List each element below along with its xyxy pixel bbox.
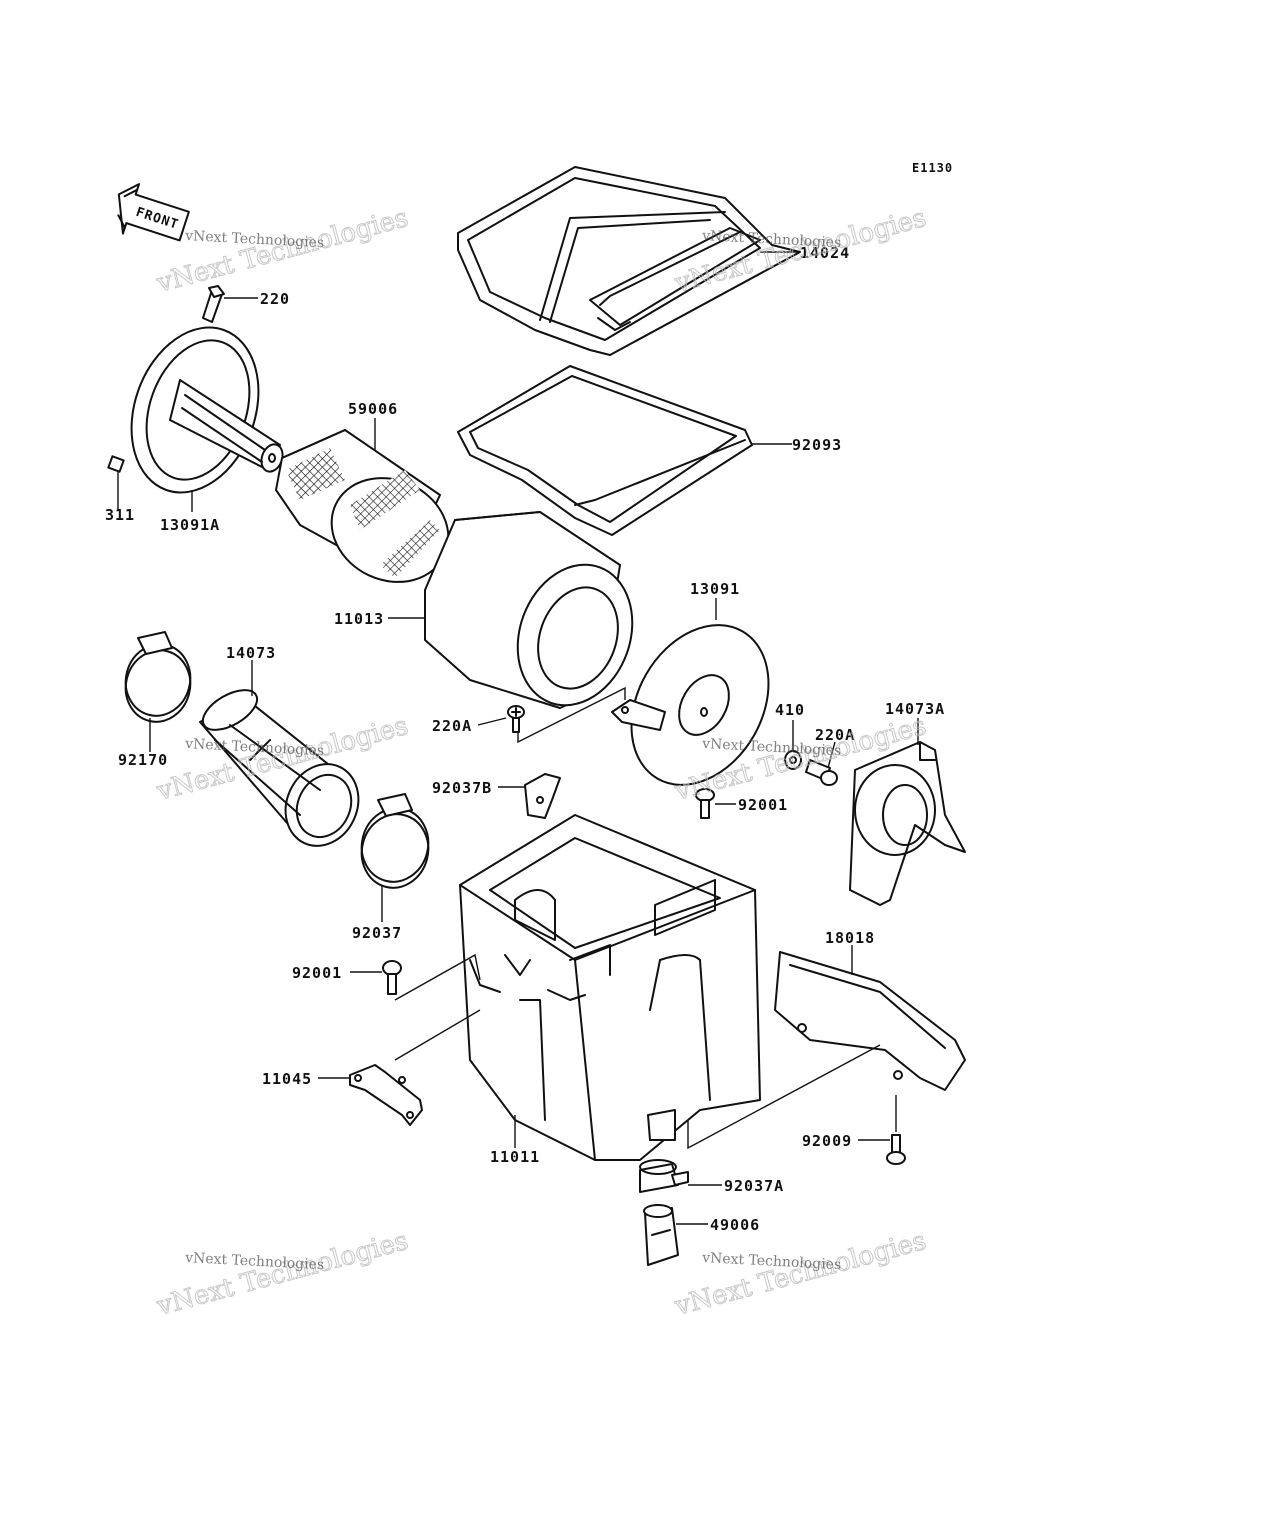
svg-text:vNext Technologies: vNext Technologies xyxy=(701,1250,842,1273)
filter-cap-13091 xyxy=(611,624,770,786)
callout-92037A: 92037A xyxy=(724,1177,784,1195)
gasket xyxy=(457,365,753,536)
intake-duct-14073 xyxy=(199,689,360,847)
bolt-92001-upper xyxy=(695,788,715,819)
screw-311 xyxy=(107,455,125,473)
callout-11013: 11013 xyxy=(334,610,384,628)
svg-text:vNext Technologies: vNext Technologies xyxy=(701,736,842,759)
callout-13091A: 13091A xyxy=(160,516,220,534)
callout-220: 220 xyxy=(260,290,290,308)
callout-14073A: 14073A xyxy=(885,700,945,718)
callout-11011: 11011 xyxy=(490,1148,540,1166)
washer-410 xyxy=(784,750,802,770)
callout-92170: 92170 xyxy=(118,751,168,769)
callout-92001-lower: 92001 xyxy=(292,964,342,982)
svg-text:vNext Technologies: vNext Technologies xyxy=(701,228,842,251)
bolt-92001-lower xyxy=(382,960,402,995)
svg-text:vNext Technologies: vNext Technologies xyxy=(184,736,325,759)
callout-13091: 13091 xyxy=(690,580,740,598)
diagram-code: E1130 xyxy=(912,161,953,175)
callout-49006: 49006 xyxy=(710,1216,760,1234)
clamp-92170 xyxy=(124,631,192,723)
callout-92037B: 92037B xyxy=(432,779,492,797)
svg-text:vNext Technologies: vNext Technologies xyxy=(153,1226,411,1322)
air-box-body-11011 xyxy=(459,814,761,1161)
screw-220A-right xyxy=(805,759,838,786)
mesh-prefilter-59006 xyxy=(275,429,450,583)
clamp-92037A xyxy=(639,1159,689,1193)
callout-220A-left: 220A xyxy=(432,717,472,735)
callout-92093: 92093 xyxy=(792,436,842,454)
drain-tube-49006 xyxy=(643,1204,679,1266)
callout-220A-right: 220A xyxy=(815,726,855,744)
svg-text:vNext Technologies: vNext Technologies xyxy=(184,1250,325,1273)
callout-11045: 11045 xyxy=(262,1070,312,1088)
callout-92037: 92037 xyxy=(352,924,402,942)
callout-92001-upper: 92001 xyxy=(738,796,788,814)
watermark-bottom-left: vNext Technologies vNext Technologies xyxy=(153,1225,412,1322)
callout-18018: 18018 xyxy=(825,929,875,947)
callout-59006: 59006 xyxy=(348,400,398,418)
cover-plate-18018 xyxy=(774,951,966,1091)
callout-311: 311 xyxy=(105,506,135,524)
clip-92037B xyxy=(524,773,561,819)
svg-text:vNext Technologies: vNext Technologies xyxy=(184,228,325,251)
screw-220A-left xyxy=(507,705,525,733)
svg-text:vNext Technologies: vNext Technologies xyxy=(153,203,411,299)
watermark-bottom-right: vNext Technologies vNext Technologies xyxy=(671,1225,930,1322)
watermark-top-left: vNext Technologies vNext Technologies xyxy=(153,202,412,299)
bolt-92009 xyxy=(886,1134,906,1165)
callout-14024: 14024 xyxy=(800,244,850,262)
bolt-220 xyxy=(202,285,225,323)
air-filter-element-11013 xyxy=(424,511,634,709)
callout-410: 410 xyxy=(775,701,805,719)
clamp-92037 xyxy=(360,793,430,889)
callout-14073: 14073 xyxy=(226,644,276,662)
duct-boot-14073A xyxy=(849,741,966,906)
bracket-11045 xyxy=(349,1064,423,1126)
air-box-cover xyxy=(457,166,801,356)
callout-92009: 92009 xyxy=(802,1132,852,1150)
filter-cap-13091A xyxy=(130,326,284,494)
front-arrow-icon: FRONT xyxy=(117,183,190,242)
svg-text:vNext Technologies: vNext Technologies xyxy=(671,1226,929,1322)
